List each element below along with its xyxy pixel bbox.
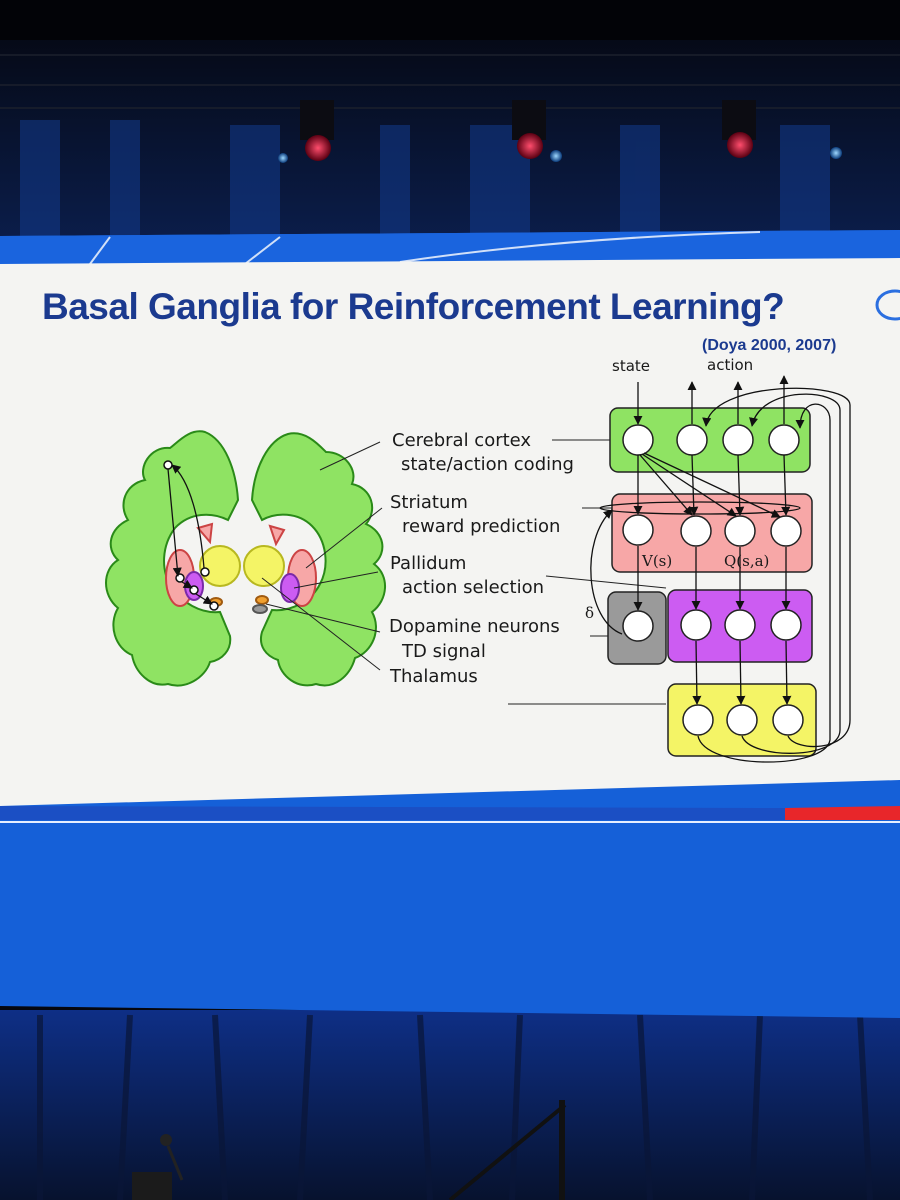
accent-bar: [785, 806, 900, 820]
cortex-label: Cerebral cortex: [392, 430, 532, 451]
logo-swirl-icon: [875, 289, 900, 321]
pallidum-sublabel: action selection: [402, 577, 545, 598]
striatum-q-node-3: [770, 515, 802, 547]
cortex-layer-box: [609, 407, 811, 473]
pallidum-node-1: [680, 609, 712, 641]
snr-right: [252, 604, 268, 614]
cortex-action-node-3: [768, 424, 800, 456]
dopamine-node: [622, 610, 654, 642]
slide-title: Basal Ganglia for Reinforcement Learning…: [42, 286, 785, 327]
striatum-label: Striatum: [390, 492, 468, 513]
pallidum-node-3: [770, 609, 802, 641]
thalamus-label: Thalamus: [390, 666, 478, 687]
delta-label: δ: [585, 604, 595, 622]
brain-illustration: [105, 430, 387, 687]
cortex-state-node: [622, 424, 654, 456]
pallidum-node-2: [724, 609, 756, 641]
striatum-q-node-2: [724, 515, 756, 547]
stage-lights: [278, 100, 842, 163]
striatum-value-node: [622, 514, 654, 546]
slide-content-area: [0, 258, 900, 806]
value-label: V(s): [642, 552, 673, 570]
striatum-sublabel: reward prediction: [402, 516, 561, 537]
cortex-action-node-2: [722, 424, 754, 456]
q-value-label: Q(s,a): [724, 552, 770, 570]
thalamus-node-1: [682, 704, 714, 736]
pallidum-label: Pallidum: [390, 553, 467, 574]
network-connections: [590, 375, 851, 763]
striatum-q-node-1: [680, 515, 712, 547]
podium-silhouette: [132, 1100, 567, 1200]
striatum-left-top: [196, 522, 214, 545]
thalamus-right: [243, 545, 285, 587]
cortex-right-hemisphere: [250, 432, 387, 687]
citation: (Doya 2000, 2007): [702, 337, 837, 354]
cortex-action-node-1: [676, 424, 708, 456]
dopamine-right: [255, 595, 269, 605]
thalamus-node-3: [772, 704, 804, 736]
action-label: action: [707, 356, 754, 374]
cortex-sublabel: state/action coding: [401, 454, 574, 475]
network-diagram: [590, 375, 851, 763]
striatum-right-top: [268, 524, 286, 547]
dopamine-sublabel: TD signal: [402, 641, 486, 662]
label-leader-lines: [261, 439, 667, 705]
state-label: state: [612, 357, 650, 375]
dopamine-label: Dopamine neurons: [389, 616, 560, 637]
thalamus-node-2: [726, 704, 758, 736]
pallidum-right: [280, 573, 300, 603]
thalamus-left: [199, 545, 241, 587]
